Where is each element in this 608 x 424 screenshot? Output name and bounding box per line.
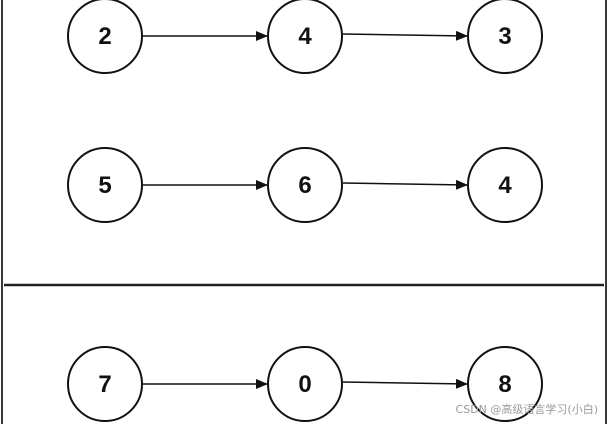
node-value: 7 (98, 371, 111, 398)
node-value: 0 (298, 371, 311, 398)
list-node: 5 (67, 147, 143, 223)
csdn-watermark: CSDN @高级语言学习(小白) (456, 402, 598, 416)
node-value: 4 (498, 172, 512, 199)
list-row-3: 7 0 8 (67, 346, 543, 422)
list-node: 6 (267, 147, 343, 223)
list-node: 2 (67, 0, 143, 74)
node-value: 6 (298, 172, 311, 199)
arrow-row1-2 (342, 30, 468, 41)
list-node: 0 (267, 346, 343, 422)
list-node: 4 (467, 147, 543, 223)
list-node: 7 (67, 346, 143, 422)
node-value: 4 (298, 23, 312, 50)
list-node: 8 (467, 346, 543, 422)
list-node: 3 (467, 0, 543, 74)
list-row-1: 2 4 3 (67, 0, 543, 74)
node-value: 8 (498, 371, 511, 398)
list-node: 4 (267, 0, 343, 74)
arrow-row3-2 (342, 378, 468, 389)
node-value: 5 (98, 172, 111, 199)
node-value: 2 (98, 23, 111, 50)
node-value: 3 (498, 23, 511, 50)
arrow-row2-2 (342, 179, 468, 190)
list-row-2: 5 6 4 (67, 147, 543, 223)
